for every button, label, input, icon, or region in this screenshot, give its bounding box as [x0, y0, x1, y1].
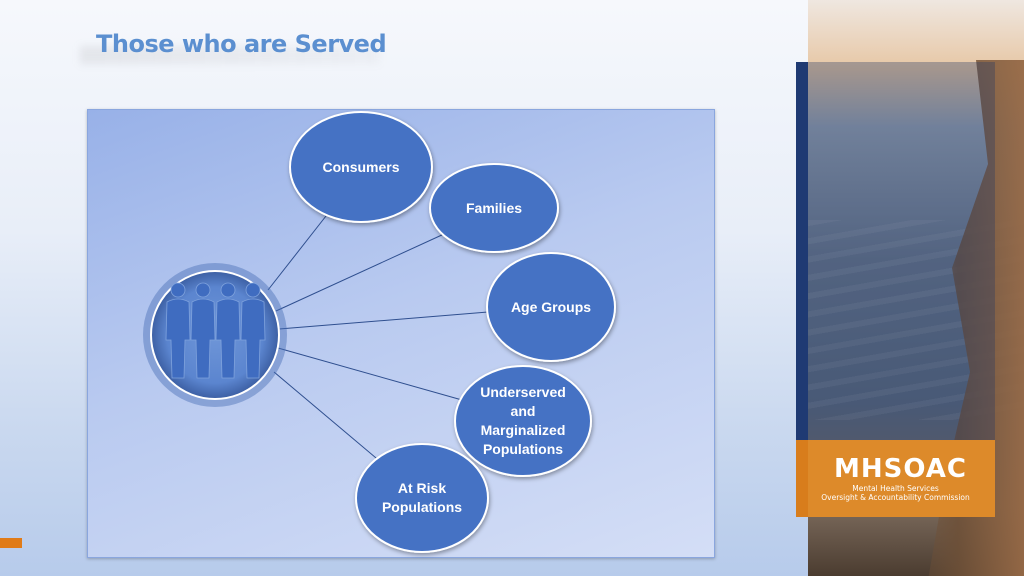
bubble-consumers — [289, 111, 433, 223]
logo-subtitle-line2: Oversight & Accountability Commission — [821, 493, 970, 502]
bubble-families — [429, 163, 559, 253]
photo-overlay — [808, 62, 995, 440]
slide-title: Those who are Served — [96, 30, 387, 58]
orange-accent-bar — [796, 440, 808, 517]
connector-at-risk — [273, 371, 383, 464]
bubble-at-risk — [355, 443, 489, 553]
mhsoac-logo: MHSOAC Mental Health Services Oversight … — [796, 440, 995, 517]
connector-families — [275, 233, 445, 312]
bubble-age-groups — [486, 252, 616, 362]
navy-accent-bar — [796, 62, 808, 517]
connector-underserved — [277, 347, 463, 401]
logo-wordmark: MHSOAC — [834, 454, 967, 484]
connector-age-groups — [278, 311, 489, 330]
orange-corner-square — [0, 538, 22, 548]
bubble-underserved — [454, 365, 592, 477]
title-shadow — [80, 46, 380, 64]
people-group-icon — [165, 282, 266, 379]
center-hub — [143, 263, 287, 407]
logo-subtitle-line1: Mental Health Services — [852, 484, 939, 493]
connector-consumers — [267, 215, 327, 291]
